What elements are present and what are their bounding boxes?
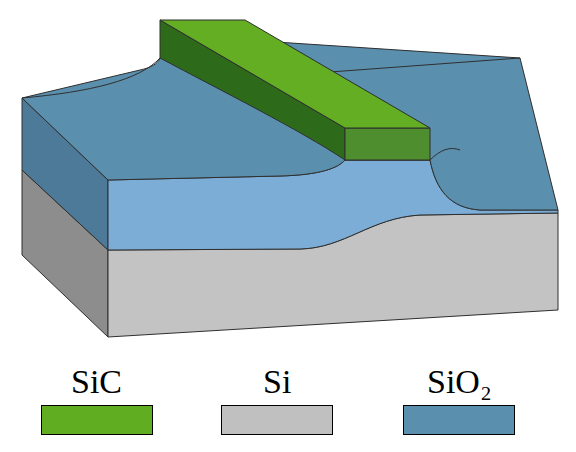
sic-top-face [160, 20, 430, 128]
sic-front-face [345, 128, 430, 160]
legend-label: Si [263, 362, 291, 402]
legend-label: SiC [71, 362, 122, 402]
legend-label: SiO₂ [427, 362, 492, 402]
legend-swatch [41, 405, 153, 435]
legend-swatch [221, 405, 333, 435]
surface-curve [430, 148, 460, 160]
surface-curve [22, 58, 160, 98]
legend-swatch [403, 405, 515, 435]
